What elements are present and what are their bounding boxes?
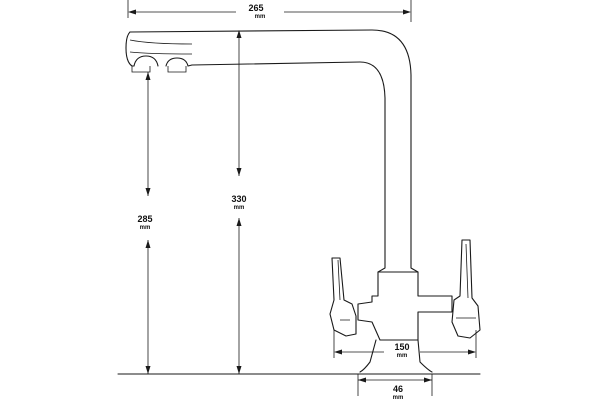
- mixer-body: [357, 271, 453, 341]
- spout-inner-edge: [191, 61, 386, 273]
- dimension-base-diameter: 46 mm: [358, 377, 432, 401]
- spout-height-value: 285: [137, 214, 152, 224]
- spout-height-unit: mm: [140, 225, 151, 231]
- left-lever: [329, 257, 357, 337]
- right-lever: [451, 239, 481, 339]
- handle-span-value: 150: [394, 342, 409, 352]
- aerator-outlet-1: [133, 55, 159, 67]
- faucet-outline: [125, 29, 481, 373]
- dimension-spout-reach: 265 mm: [128, 3, 411, 20]
- aerator-detail: [131, 66, 187, 73]
- dimension-total-height: 330 mm: [231, 30, 247, 374]
- spout-reach-unit: mm: [255, 14, 266, 20]
- faucet-base-neck: [359, 339, 433, 373]
- handle-span-unit: mm: [397, 353, 408, 359]
- spout-reach-value: 265: [248, 3, 263, 13]
- left-lever-detail: [337, 259, 350, 321]
- spout-nozzle-end: [125, 31, 135, 67]
- spout-outer-edge: [129, 29, 419, 273]
- nozzle-seam: [129, 39, 193, 55]
- base-diameter-value: 46: [393, 384, 403, 394]
- dimension-handle-span: 150 mm: [334, 342, 476, 359]
- base-diameter-unit: mm: [393, 395, 404, 400]
- extension-lines: [127, 0, 477, 396]
- dimension-spout-height: 285 mm: [137, 72, 153, 374]
- total-height-value: 330: [231, 194, 246, 204]
- right-lever-detail: [456, 243, 476, 319]
- aerator-outlet-2: [165, 57, 193, 67]
- total-height-unit: mm: [234, 205, 245, 211]
